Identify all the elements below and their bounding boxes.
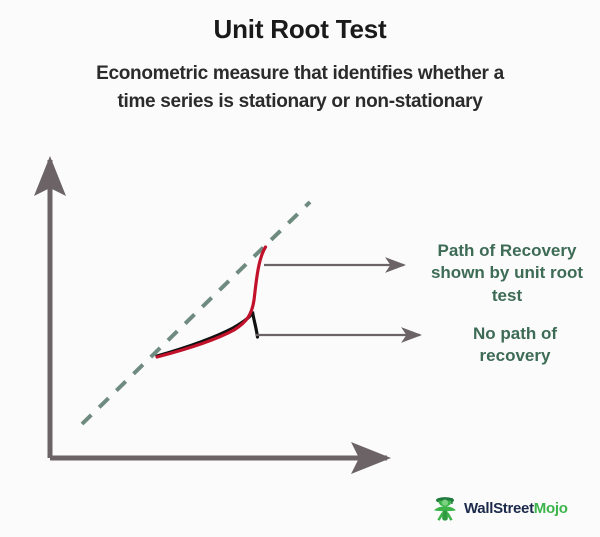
logo-wordmark: WallStreetMojo — [464, 500, 568, 517]
logo-text-mojo: Mojo — [533, 499, 568, 517]
page-title: Unit Root Test — [213, 14, 387, 44]
annotation-recovery-line-1: Path of Recovery — [437, 241, 577, 260]
logo-text-wallstreet: WallStreet — [464, 499, 534, 517]
page-subtitle: Econometric measure that identifies whet… — [50, 60, 550, 115]
path-of-recovery-curve — [155, 245, 268, 359]
annotation-no-path-of-recovery: No path of recovery — [440, 323, 590, 368]
graduate-figure-icon — [434, 497, 456, 521]
annotation-path-of-recovery: Path of Recovery shown by unit root test — [418, 240, 596, 307]
wallstreetmojo-logo[interactable]: WallStreetMojo — [432, 494, 568, 522]
annotation-recovery-line-3: test — [491, 285, 523, 305]
annotation-no-path-line-1: No path of — [472, 324, 558, 343]
subtitle-line-1: Econometric measure that identifies whet… — [96, 63, 504, 84]
trend-line-dashed — [80, 200, 312, 426]
annotation-no-path-line-2: recovery — [479, 346, 551, 366]
annotation-recovery-line-2: shown by unit root — [430, 263, 584, 283]
subtitle-line-2: time series is stationary or non-station… — [117, 90, 483, 112]
